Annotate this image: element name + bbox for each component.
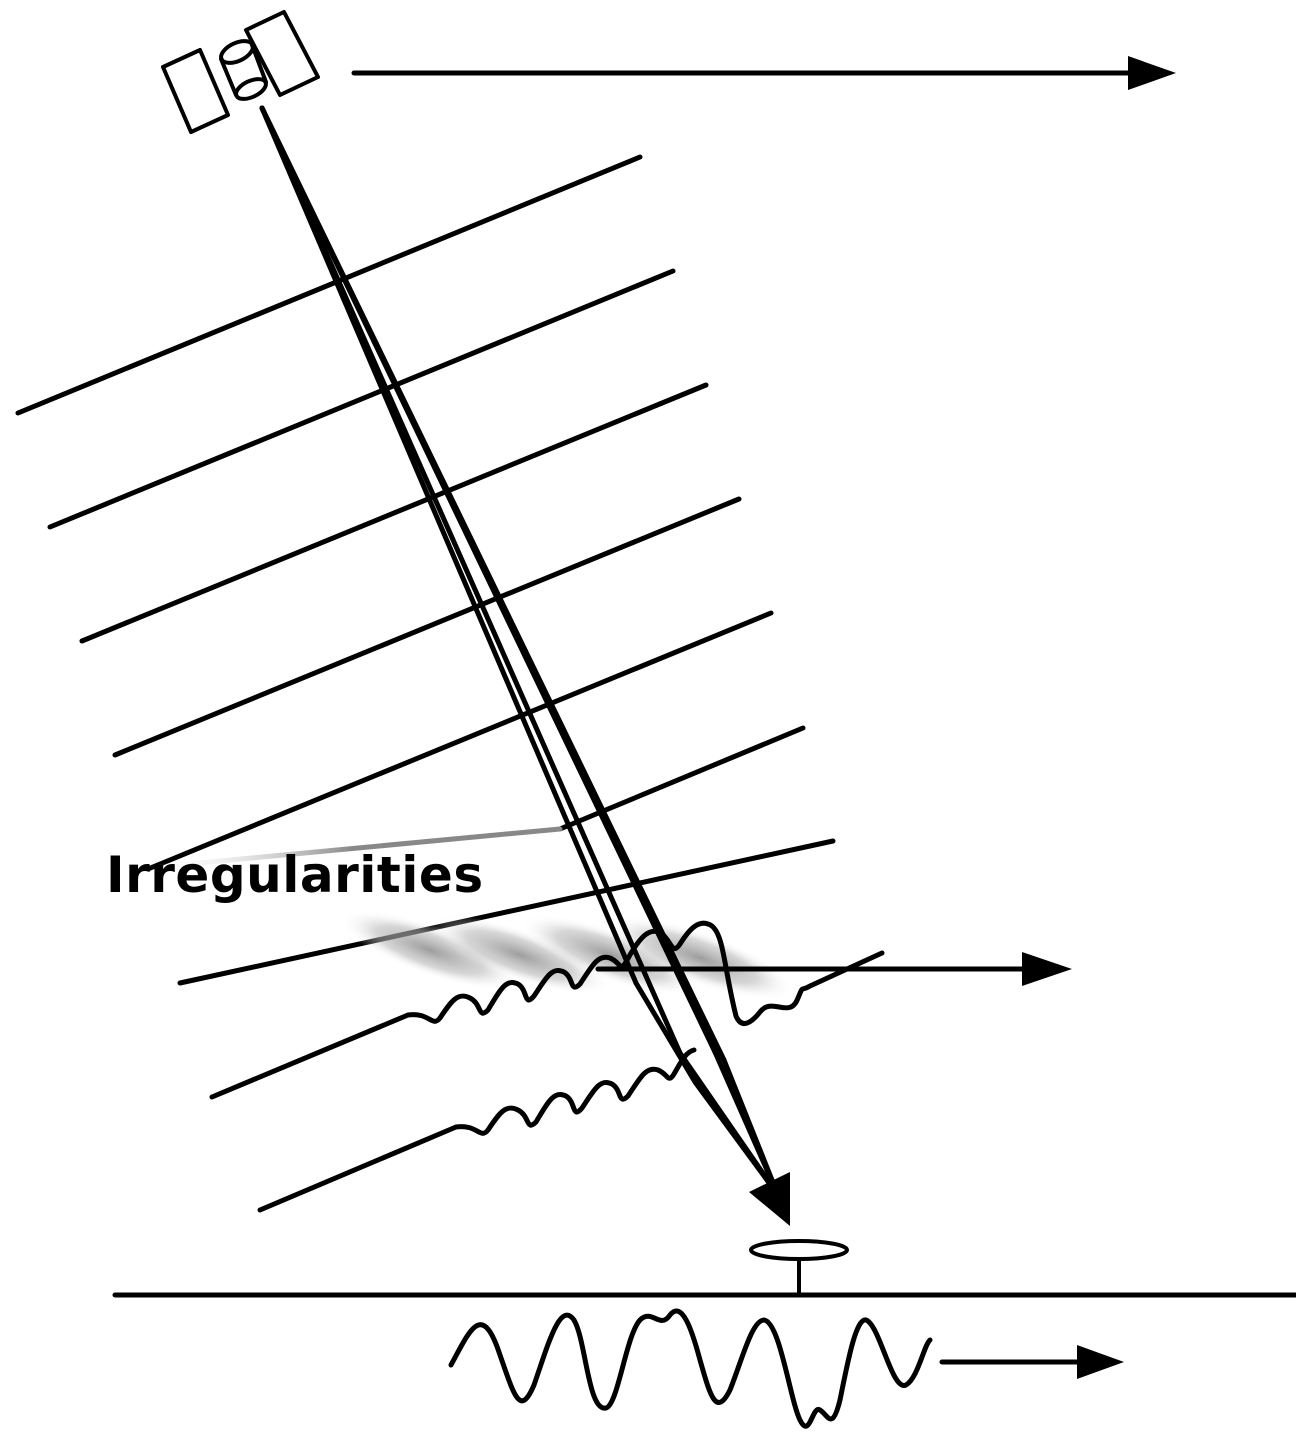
irregularity-drift-arrow <box>595 952 1072 986</box>
ray-arrowhead <box>749 1172 790 1226</box>
irregularities-label: Irregularities <box>106 846 484 904</box>
satellite-icon <box>161 10 320 134</box>
satellite-velocity-arrow <box>351 56 1176 90</box>
ionosphere-layer-lines <box>15 154 836 986</box>
signal-propagation-arrow <box>939 1345 1124 1379</box>
irregularities-pointer-line <box>142 826 563 871</box>
scintillating-signal-waveform <box>448 1308 933 1429</box>
disturbed-layer-lines <box>209 920 885 1213</box>
ground-receiver-antenna-icon <box>749 1239 849 1297</box>
signal-ray-bundle <box>259 105 790 1226</box>
